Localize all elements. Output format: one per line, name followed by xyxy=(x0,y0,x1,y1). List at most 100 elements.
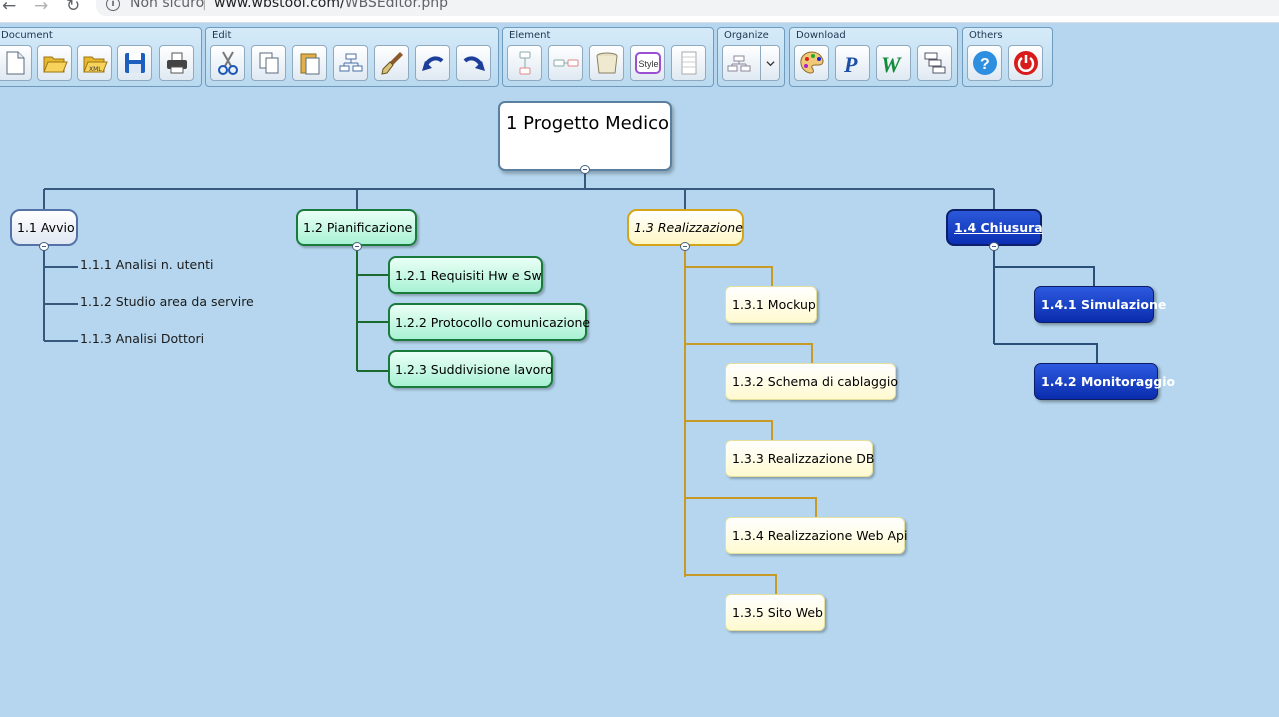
collapse-realizzazione-icon[interactable] xyxy=(680,242,690,251)
style-icon: Style xyxy=(634,52,661,74)
wbs-node-1-3-1[interactable]: 1.3.1 Mockup xyxy=(725,286,817,323)
new-document-icon xyxy=(6,51,24,75)
svg-text:XML: XML xyxy=(89,66,102,73)
svg-text:W: W xyxy=(881,52,902,77)
list-icon xyxy=(681,51,696,75)
svg-text:P: P xyxy=(843,52,858,77)
chiusura-connectors xyxy=(993,246,1098,365)
collapse-chiusura-icon[interactable] xyxy=(989,242,999,251)
open-button[interactable] xyxy=(37,45,72,81)
realizzazione-connectors xyxy=(684,246,817,596)
group-title-edit: Edit xyxy=(212,30,232,41)
collapse-avvio-icon[interactable] xyxy=(39,242,49,251)
insert-node-icon xyxy=(339,53,362,72)
export-image-button[interactable] xyxy=(794,45,829,81)
wbs-node-chiusura[interactable]: 1.4 Chiusura xyxy=(946,209,1043,246)
group-title-others: Others xyxy=(969,30,1003,41)
open-folder-icon xyxy=(42,56,68,73)
svg-text:?: ? xyxy=(980,56,990,73)
wbs-node-1-3-5[interactable]: 1.3.5 Sito Web xyxy=(725,594,825,631)
wbs-node-1-3-3[interactable]: 1.3.3 Realizzazione DB xyxy=(725,440,875,477)
wbs-node-label: 1.2 Pianificazione xyxy=(303,220,413,235)
cut-button[interactable] xyxy=(210,45,245,81)
back-icon[interactable]: ← xyxy=(2,0,17,16)
wbs-node-label: 1.4 Chiusura xyxy=(954,220,1043,235)
group-title-element: Element xyxy=(509,30,551,41)
wbs-node-1-3-4[interactable]: 1.3.4 Realizzazione Web Api xyxy=(725,517,908,554)
wbs-node-1-4-1[interactable]: 1.4.1 Simulazione xyxy=(1034,286,1166,323)
toolbar-group-organize: Organize xyxy=(717,27,785,87)
wbs-node-1-1-1[interactable]: 1.1.1 Analisi n. utenti xyxy=(80,256,214,272)
new-document-button[interactable] xyxy=(0,45,32,81)
wbs-node-1-3-2[interactable]: 1.3.2 Schema di cablaggio xyxy=(725,363,898,400)
wbs-node-avvio[interactable]: 1.1 Avvio xyxy=(10,209,78,246)
undo-icon xyxy=(421,56,443,71)
export-word-button[interactable]: W xyxy=(876,45,911,81)
export-pdf-button[interactable]: P xyxy=(835,45,870,81)
collapse-pianificazione-icon[interactable] xyxy=(352,242,362,251)
info-icon[interactable]: i xyxy=(106,0,120,11)
url-bar[interactable] xyxy=(96,0,1279,16)
help-button[interactable]: ? xyxy=(967,45,1002,81)
trash-can-icon xyxy=(596,52,617,74)
open-xml-button[interactable]: XML xyxy=(77,45,112,81)
wbs-node-root[interactable]: 1 Progetto Medico xyxy=(498,101,672,171)
toolbar-group-document: Document XML xyxy=(0,27,202,87)
wbs-node-1-2-2[interactable]: 1.2.2 Protocollo comunicazione xyxy=(388,303,591,341)
format-button[interactable] xyxy=(374,45,409,81)
organize-dropdown[interactable] xyxy=(722,45,780,81)
wbs-node-label: 1.2.2 Protocollo comunicazione xyxy=(395,314,591,330)
list-button[interactable] xyxy=(671,45,706,81)
add-child-icon xyxy=(519,51,530,75)
paste-button[interactable] xyxy=(292,45,327,81)
url-separator: | xyxy=(202,0,207,11)
reload-icon[interactable]: ↻ xyxy=(66,0,81,16)
chevron-down-icon[interactable] xyxy=(760,46,779,80)
exit-button[interactable] xyxy=(1008,45,1043,81)
paint-brush-icon xyxy=(380,52,403,75)
save-button[interactable] xyxy=(117,45,152,81)
help-icon: ? xyxy=(972,51,997,75)
wbs-node-1-1-3[interactable]: 1.1.3 Analisi Dottori xyxy=(80,330,204,346)
power-icon xyxy=(1013,51,1038,75)
wbs-node-label: 1.3.2 Schema di cablaggio xyxy=(732,374,898,389)
toolbar-group-element: Element Style xyxy=(502,27,714,87)
wbs-node-1-1-2[interactable]: 1.1.2 Studio area da servire xyxy=(80,293,254,309)
wbs-node-1-4-2[interactable]: 1.4.2 Monitoraggio xyxy=(1034,363,1175,400)
export-project-button[interactable] xyxy=(917,45,952,81)
collapse-root-icon[interactable] xyxy=(580,165,590,174)
print-button[interactable] xyxy=(159,45,194,81)
add-sibling-icon xyxy=(553,59,578,67)
add-sibling-button[interactable] xyxy=(548,45,583,81)
tree-layout-icon xyxy=(727,55,751,72)
add-child-button[interactable] xyxy=(507,45,542,81)
project-icon xyxy=(924,52,945,74)
insert-node-button[interactable] xyxy=(333,45,368,81)
root-connectors xyxy=(43,170,995,211)
redo-icon xyxy=(463,56,485,71)
wbs-node-label: 1.3.5 Sito Web xyxy=(732,605,823,620)
scissors-icon xyxy=(217,51,238,75)
style-button[interactable]: Style xyxy=(630,45,665,81)
wbs-node-pianificazione[interactable]: 1.2 Pianificazione xyxy=(296,209,417,246)
wbs-node-label: 1.3 Realizzazione xyxy=(634,220,743,235)
wbs-node-label: 1.3.4 Realizzazione Web Api xyxy=(732,528,908,543)
wbs-node-label: 1.3.3 Realizzazione DB xyxy=(732,451,875,466)
copy-button[interactable] xyxy=(251,45,286,81)
wbs-node-label: 1.1.3 Analisi Dottori xyxy=(80,330,205,346)
toolbar-group-edit: Edit xyxy=(205,27,499,87)
pdf-icon: P xyxy=(843,52,858,77)
group-title-organize: Organize xyxy=(724,30,769,41)
forward-icon[interactable]: → xyxy=(34,0,49,16)
delete-button[interactable] xyxy=(589,45,624,81)
wbs-node-1-2-1[interactable]: 1.2.1 Requisiti Hw e Sw xyxy=(388,256,543,294)
url-text[interactable]: www.wbstool.com/WBSEditor.php xyxy=(214,0,448,11)
redo-button[interactable] xyxy=(456,45,491,81)
save-floppy-icon xyxy=(124,53,145,73)
style-button-label: Style xyxy=(638,59,658,69)
wbs-node-realizzazione[interactable]: 1.3 Realizzazione xyxy=(627,209,744,246)
undo-button[interactable] xyxy=(415,45,450,81)
palette-icon xyxy=(799,51,823,74)
wbs-node-1-2-3[interactable]: 1.2.3 Suddivisione lavoro xyxy=(388,350,553,388)
